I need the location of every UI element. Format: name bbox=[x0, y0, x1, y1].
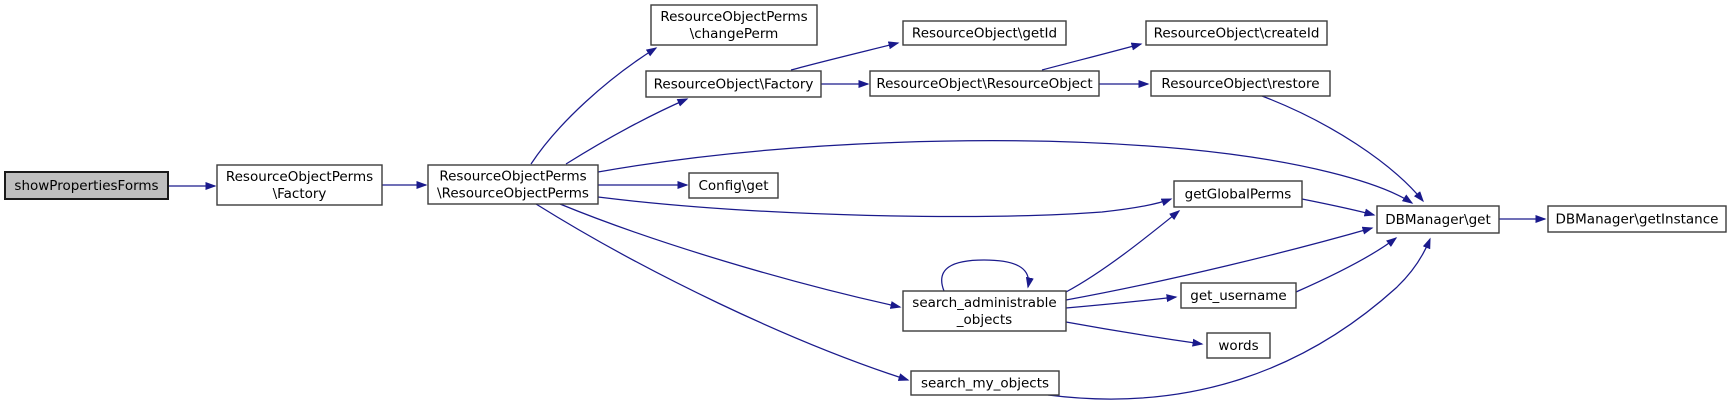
node-box[interactable] bbox=[869, 70, 1100, 97]
edge-getglobalperms-to-dbmanager-get bbox=[1301, 198, 1376, 217]
edge-search-my-objects-to-dbmanager-get bbox=[1047, 237, 1431, 400]
edge-search-administrable-objects-to-dbmanager-get bbox=[1065, 226, 1374, 301]
node-label: \Factory bbox=[273, 186, 327, 202]
edge-get-username-to-dbmanager-get bbox=[1295, 237, 1398, 293]
node-resourceobjectperms-factory[interactable]: ResourceObjectPerms\Factory bbox=[216, 164, 383, 206]
node-box[interactable] bbox=[1376, 205, 1500, 234]
node-label: ResourceObject\restore bbox=[1161, 76, 1319, 92]
node-box[interactable] bbox=[1145, 20, 1328, 46]
node-resourceobject-getid[interactable]: ResourceObject\getId bbox=[902, 20, 1067, 46]
node-label: Config\get bbox=[698, 178, 768, 194]
node-resourceobject-restore[interactable]: ResourceObject\restore bbox=[1150, 70, 1331, 97]
node-config-get[interactable]: Config\get bbox=[688, 172, 779, 199]
node-search-my-objects[interactable]: search_my_objects bbox=[910, 370, 1060, 396]
edge-resourceobjectperms-resourceobjectperms-to-getglobalperms bbox=[597, 196, 1173, 218]
node-box[interactable] bbox=[427, 164, 599, 205]
node-resourceobject-factory[interactable]: ResourceObject\Factory bbox=[645, 70, 822, 98]
node-label: search_administrable bbox=[912, 295, 1056, 311]
node-label: get_username bbox=[1190, 288, 1286, 304]
node-label: ResourceObject\getId bbox=[912, 26, 1057, 42]
node-resourceobject-resourceobject[interactable]: ResourceObject\ResourceObject bbox=[869, 70, 1100, 97]
node-label: search_my_objects bbox=[921, 376, 1049, 392]
node-box[interactable] bbox=[688, 172, 779, 199]
node-label: getGlobalPerms bbox=[1185, 187, 1292, 203]
node-label: ResourceObject\Factory bbox=[654, 77, 814, 93]
node-box[interactable] bbox=[1150, 70, 1331, 97]
node-dbmanager-getinstance[interactable]: DBManager\getInstance bbox=[1547, 205, 1727, 233]
node-label: ResourceObject\ResourceObject bbox=[876, 76, 1092, 92]
node-words[interactable]: words bbox=[1206, 332, 1271, 359]
edge-resourceobject-factory-to-resourceobject-getid bbox=[790, 41, 900, 71]
node-resourceobjectperms-changeperm[interactable]: ResourceObjectPerms\changePerm bbox=[650, 4, 818, 46]
node-box[interactable] bbox=[902, 290, 1067, 332]
node-resourceobject-createid[interactable]: ResourceObject\createId bbox=[1145, 20, 1328, 46]
node-label: _objects bbox=[956, 312, 1012, 328]
edge-search-administrable-objects-to-getglobalperms bbox=[1065, 210, 1181, 293]
node-box[interactable] bbox=[1180, 282, 1297, 309]
node-box[interactable] bbox=[650, 4, 818, 46]
edge-resourceobjectperms-resourceobjectperms-to-dbmanager-get bbox=[597, 140, 1414, 204]
node-dbmanager-get[interactable]: DBManager\get bbox=[1376, 205, 1500, 234]
node-label: ResourceObjectPerms bbox=[660, 9, 807, 25]
node-label: words bbox=[1218, 338, 1258, 354]
node-show-properties-forms[interactable]: showPropertiesForms bbox=[4, 171, 169, 200]
node-resourceobjectperms-resourceobjectperms[interactable]: ResourceObjectPerms\ResourceObjectPerms bbox=[427, 164, 599, 205]
node-get-username[interactable]: get_username bbox=[1180, 282, 1297, 309]
node-box[interactable] bbox=[902, 20, 1067, 46]
node-label: showPropertiesForms bbox=[14, 178, 158, 194]
edge-resourceobject-restore-to-dbmanager-get bbox=[1261, 95, 1424, 203]
node-box[interactable] bbox=[216, 164, 383, 206]
edge-search-administrable-objects-to-words bbox=[1065, 321, 1204, 347]
node-box[interactable] bbox=[1206, 332, 1271, 359]
node-box[interactable] bbox=[910, 370, 1060, 396]
node-getglobalperms[interactable]: getGlobalPerms bbox=[1173, 180, 1303, 208]
edge-search-administrable-objects-to-get-username bbox=[1065, 294, 1178, 309]
node-label: ResourceObjectPerms bbox=[226, 169, 373, 185]
node-label: \changePerm bbox=[690, 26, 779, 42]
edge-resourceobjectperms-resourceobjectperms-to-search-administrable-objects bbox=[559, 203, 902, 309]
node-box[interactable] bbox=[4, 171, 169, 200]
node-label: ResourceObjectPerms bbox=[439, 169, 586, 185]
edge-resourceobject-resourceobject-to-resourceobject-createid bbox=[1041, 42, 1143, 71]
edge-resourceobjectperms-resourceobjectperms-to-resourceobjectperms-changeperm bbox=[530, 47, 658, 165]
edge-resourceobjectperms-resourceobjectperms-to-resourceobject-factory bbox=[565, 98, 689, 165]
node-label: DBManager\get bbox=[1385, 212, 1491, 228]
node-label: \ResourceObjectPerms bbox=[437, 186, 589, 202]
edge-search-administrable-objects-to-search-administrable-objects bbox=[941, 259, 1034, 292]
node-label: ResourceObject\createId bbox=[1154, 26, 1320, 42]
node-box[interactable] bbox=[645, 70, 822, 98]
node-box[interactable] bbox=[1547, 205, 1727, 233]
node-label: DBManager\getInstance bbox=[1556, 212, 1719, 228]
node-search-administrable-objects[interactable]: search_administrable_objects bbox=[902, 290, 1067, 332]
node-box[interactable] bbox=[1173, 180, 1303, 208]
edge-resourceobjectperms-resourceobjectperms-to-search-my-objects bbox=[535, 203, 910, 381]
